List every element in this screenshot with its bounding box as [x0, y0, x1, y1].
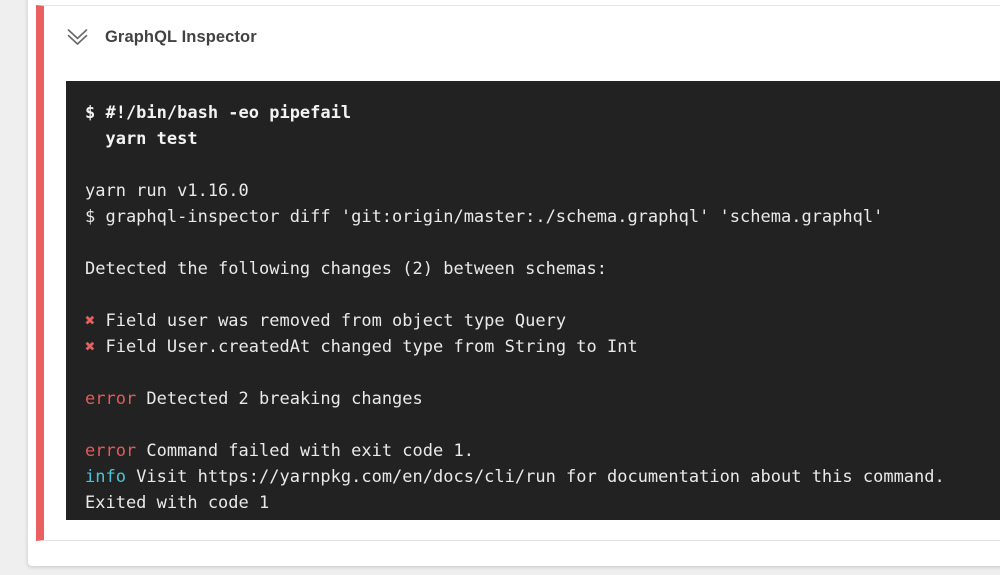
- terminal-line: yarn run v1.16.0: [85, 181, 249, 201]
- terminal-lines: $ #!/bin/bash -eo pipefail yarn test yar…: [85, 100, 1000, 516]
- terminal-line: ✖ Field user was removed from object typ…: [85, 311, 567, 331]
- terminal-line: Exited with code 1: [85, 493, 270, 513]
- double-chevron-down-icon[interactable]: [64, 26, 91, 48]
- terminal-line: info Visit https://yarnpkg.com/en/docs/c…: [85, 467, 945, 487]
- terminal-line: Detected the following changes (2) betwe…: [85, 259, 607, 279]
- step-header[interactable]: GraphQL Inspector: [64, 25, 257, 49]
- terminal-line: [85, 412, 1000, 438]
- terminal-line: [85, 152, 1000, 178]
- terminal-line: error Detected 2 breaking changes: [85, 389, 423, 409]
- terminal-line: yarn test: [85, 129, 198, 149]
- terminal-line: [85, 282, 1000, 308]
- terminal-line: ✖ Field User.createdAt changed type from…: [85, 337, 638, 357]
- failed-step-section: [36, 5, 1000, 541]
- terminal-output: $ #!/bin/bash -eo pipefail yarn test yar…: [66, 81, 1000, 520]
- step-title: GraphQL Inspector: [105, 27, 257, 46]
- terminal-line: [85, 230, 1000, 256]
- terminal-line: [85, 360, 1000, 386]
- terminal-line: $ #!/bin/bash -eo pipefail: [85, 103, 352, 123]
- terminal-line: error Command failed with exit code 1.: [85, 441, 474, 461]
- terminal-line: $ graphql-inspector diff 'git:origin/mas…: [85, 207, 884, 227]
